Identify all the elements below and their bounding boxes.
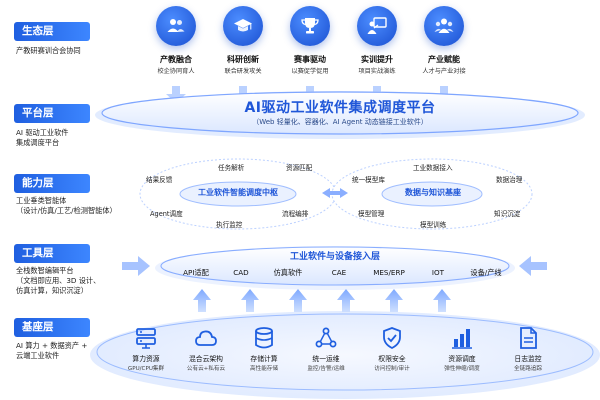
layer-tag-capability: 能力层	[14, 174, 90, 193]
trophy-icon	[290, 6, 330, 46]
tool-side-arrows	[122, 256, 547, 276]
document-icon	[516, 326, 540, 350]
layer-desc-ecosystem: 产教研赛训合会协同	[16, 46, 81, 55]
right-hub-title: 数据与知识基座	[405, 188, 461, 197]
graduation-cap-icon	[223, 6, 263, 46]
tools-title: 工业软件与设备接入层	[289, 252, 380, 262]
tool-cae: CAE	[331, 268, 347, 277]
eco-sub-1: 联合研发攻关	[224, 68, 262, 75]
tool-mes-erp: MES/ERP	[373, 268, 405, 277]
base-ellipse	[96, 313, 594, 391]
eco-sub-2: 以赛促学促用	[291, 68, 329, 75]
layer-tag-ecosystem: 生态层	[14, 22, 90, 41]
group-icon	[424, 6, 464, 46]
tool-iot: IOT	[431, 268, 445, 277]
base-name-6: 日志监控	[514, 355, 542, 363]
base-sub-1: 公有云+私有云	[186, 366, 226, 372]
right-item-model-management: 模型管理	[358, 210, 385, 218]
tool-api: API适配	[183, 268, 209, 277]
tool-ellipse	[160, 246, 510, 286]
left-item-execution-monitor: 执行监控	[216, 221, 243, 229]
base-sub-3: 监控/告警/运维	[307, 366, 345, 372]
left-item-result-feedback: 结果反馈	[146, 176, 173, 184]
tool-simulation: 仿真软件	[273, 268, 303, 277]
layer-desc-platform: AI 驱动工业软件 集成调度平台	[16, 128, 69, 147]
eco-sub-0: 校企协同育人	[157, 68, 195, 75]
left-item-agent-dispatch: Agent调度	[150, 210, 183, 218]
tool-cad: CAD	[233, 268, 249, 277]
base-sub-6: 全链路追踪	[514, 366, 542, 372]
platform-subtitle: （Web 轻量化、容器化、AI Agent 动态链接工业软件）	[252, 118, 428, 126]
eco-name-2: 赛事驱动	[294, 55, 326, 64]
right-item-knowledge: 知识沉淀	[494, 210, 521, 218]
network-icon	[314, 326, 338, 350]
base-name-4: 权限安全	[378, 355, 406, 363]
bidirectional-arrow	[322, 188, 348, 198]
layer-tag-tools: 工具层	[14, 244, 90, 263]
eco-name-3: 实训提升	[361, 55, 393, 64]
left-item-process-orchestration: 流程编排	[282, 210, 309, 218]
people-icon	[156, 6, 196, 46]
base-sub-4: 访问控制/审计	[374, 366, 410, 372]
eco-sub-3: 项目实战演练	[358, 68, 396, 75]
base-name-2: 存储计算	[250, 355, 278, 363]
base-sub-2: 高性能存储	[250, 366, 278, 372]
eco-name-0: 产教融合	[160, 55, 192, 64]
database-icon	[252, 326, 276, 350]
eco-name-4: 产业赋能	[428, 55, 460, 64]
layer-desc-base: AI 算力 + 数据资产 + 云端工业软件	[16, 341, 88, 360]
base-name-3: 统一运维	[312, 355, 340, 363]
right-item-data-governance: 数据治理	[496, 176, 523, 184]
left-item-task-parse: 任务解析	[218, 164, 245, 172]
right-item-data-access: 工业数据接入	[413, 164, 453, 172]
server-icon	[134, 326, 158, 350]
tool-device-line: 设备/产线	[470, 268, 502, 277]
base-sub-0: GPU/CPU集群	[127, 366, 165, 372]
base-name-5: 资源调度	[448, 355, 476, 363]
layer-desc-capability: 工业垂类智能体 （设计/仿真/工艺/检测智能体）	[16, 196, 117, 215]
layer-tag-base: 基座层	[14, 318, 90, 337]
shield-icon	[380, 326, 404, 350]
layer-desc-tools: 全栈数智编辑平台 （文档即应用、3D 设计、 仿真计算，知识沉淀）	[16, 266, 101, 295]
layer-tag-platform: 平台层	[14, 104, 90, 123]
left-hub-title: 工业软件智能调度中枢	[198, 188, 278, 197]
base-name-0: 算力资源	[132, 355, 160, 363]
right-item-model-library: 统一模型库	[352, 176, 385, 184]
base-up-arrows	[193, 289, 451, 312]
base-name-1: 混合云架构	[189, 355, 223, 363]
right-item-model-training: 模型训练	[420, 221, 447, 229]
platform-title: AI驱动工业软件集成调度平台	[244, 100, 436, 116]
eco-name-1: 科研创新	[227, 55, 259, 64]
eco-sub-4: 人才与产业对接	[422, 68, 466, 75]
bar-chart-icon	[450, 326, 474, 350]
cloud-icon	[194, 326, 218, 350]
left-item-resource-match: 资源匹配	[286, 164, 313, 172]
base-sub-5: 弹性伸缩/调度	[444, 366, 480, 372]
teacher-board-icon	[357, 6, 397, 46]
platform-ellipse	[101, 91, 579, 135]
